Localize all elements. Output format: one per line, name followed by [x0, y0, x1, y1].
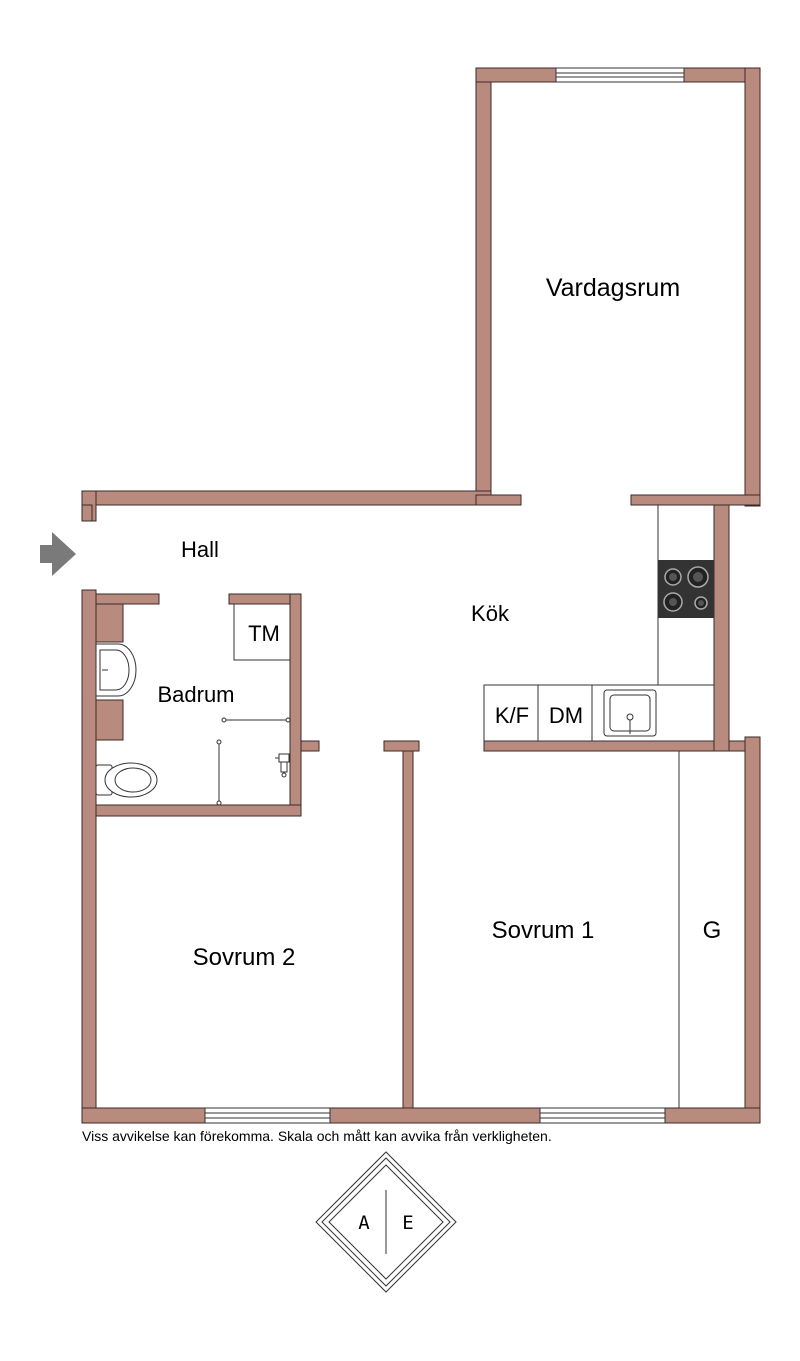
wall-hall-left-nub — [81, 504, 93, 522]
window-bedroom2 — [204, 1107, 331, 1124]
kitchen-sink-icon — [603, 689, 657, 737]
room-label-kok: Kök — [471, 601, 510, 626]
wall-kitchen-right — [713, 504, 730, 752]
wall-bath-door-stub — [300, 740, 320, 752]
shower-icon — [216, 717, 291, 806]
wall-right-lower — [744, 736, 761, 1124]
wall-hall-top — [81, 490, 492, 506]
wall-bedroom-divider — [402, 740, 414, 1124]
wall-kitchen-top-stub-left — [475, 494, 522, 506]
kitchen-counter — [483, 684, 715, 742]
room-label-dm: DM — [549, 703, 583, 728]
wall-bottom-left — [81, 1107, 206, 1124]
wall-bottom-mid — [329, 1107, 541, 1124]
compass-icon — [315, 1151, 457, 1293]
room-label-g: G — [703, 917, 722, 944]
window-bedroom1 — [539, 1107, 666, 1124]
wall-bottom-right — [664, 1107, 761, 1124]
wall-living-left — [475, 67, 492, 497]
compass-label-left: A — [358, 1212, 370, 1234]
wall-living-top-left — [475, 67, 557, 83]
room-labels: Vardagsrum Hall Kök Badrum TM K/F DM Sov… — [157, 274, 721, 971]
room-label-sovrum1: Sovrum 1 — [492, 917, 595, 944]
windows — [204, 67, 685, 1124]
entrance-arrow-icon — [40, 532, 76, 576]
tm-cabinet — [233, 604, 290, 661]
room-label-tm: TM — [248, 621, 280, 646]
wall-living-right — [744, 67, 761, 507]
wall-left-lower — [81, 589, 97, 1124]
wall-bedroom-door-stub — [383, 740, 420, 752]
walls — [81, 67, 761, 1124]
wall-bath-top-left — [95, 593, 160, 605]
room-label-vardagsrum: Vardagsrum — [546, 274, 680, 302]
wall-bath-niche-upper — [95, 603, 124, 643]
wall-kitchen-top-stub-right — [630, 494, 761, 506]
wall-bath-bottom — [95, 804, 302, 817]
wall-bath-right — [289, 593, 302, 817]
room-label-hall: Hall — [181, 537, 219, 562]
wall-bath-niche-lower — [95, 699, 124, 741]
room-label-badrum: Badrum — [157, 682, 234, 707]
toilet-icon — [95, 762, 158, 798]
window-living — [555, 67, 685, 83]
disclaimer-text: Viss avvikelse kan förekomma. Skala och … — [82, 1128, 552, 1144]
room-label-kf: K/F — [495, 703, 529, 728]
room-label-sovrum2: Sovrum 2 — [193, 944, 296, 971]
fixtures — [233, 505, 715, 1108]
washbasin-icon — [95, 643, 137, 697]
compass-label-right: E — [402, 1212, 413, 1234]
stove-icon — [658, 560, 714, 618]
